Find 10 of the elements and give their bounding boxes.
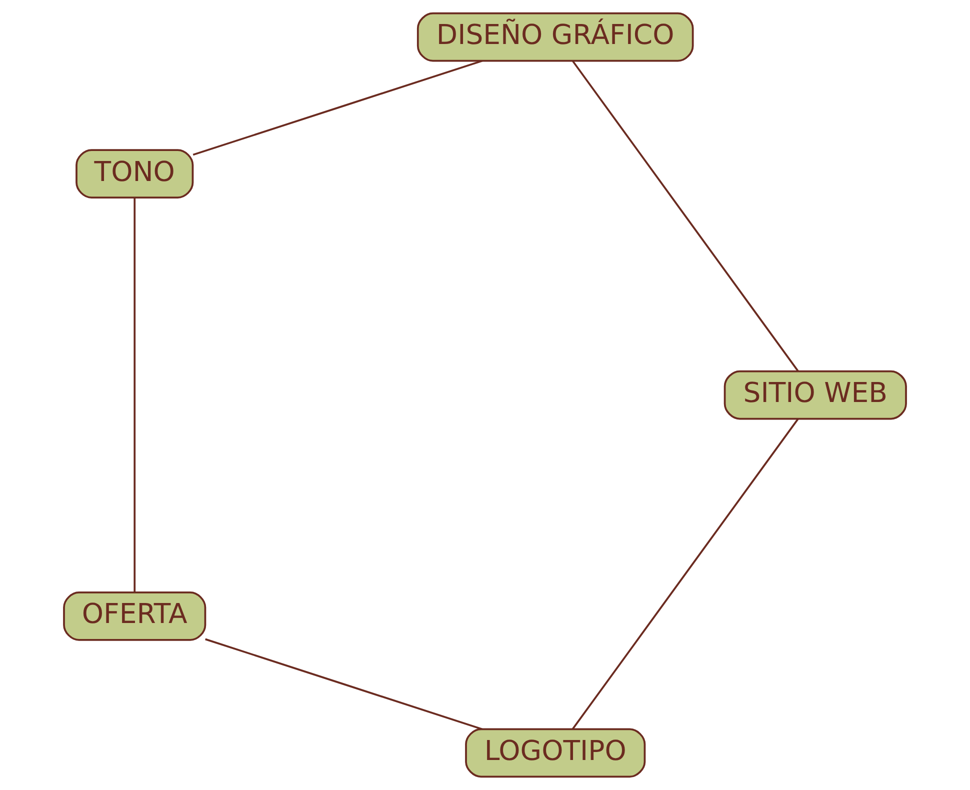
- node-box: OFERTA: [63, 592, 206, 641]
- connector: [192, 60, 482, 156]
- node-box: SITIO WEB: [724, 370, 907, 420]
- node-box: DISEÑO GRÁFICO: [416, 12, 694, 62]
- node-box: TONO: [76, 149, 194, 198]
- connector: [205, 638, 482, 730]
- connector: [572, 418, 799, 730]
- node-box: LOGOTIPO: [465, 728, 646, 778]
- connector: [572, 60, 799, 372]
- connector: [134, 198, 136, 592]
